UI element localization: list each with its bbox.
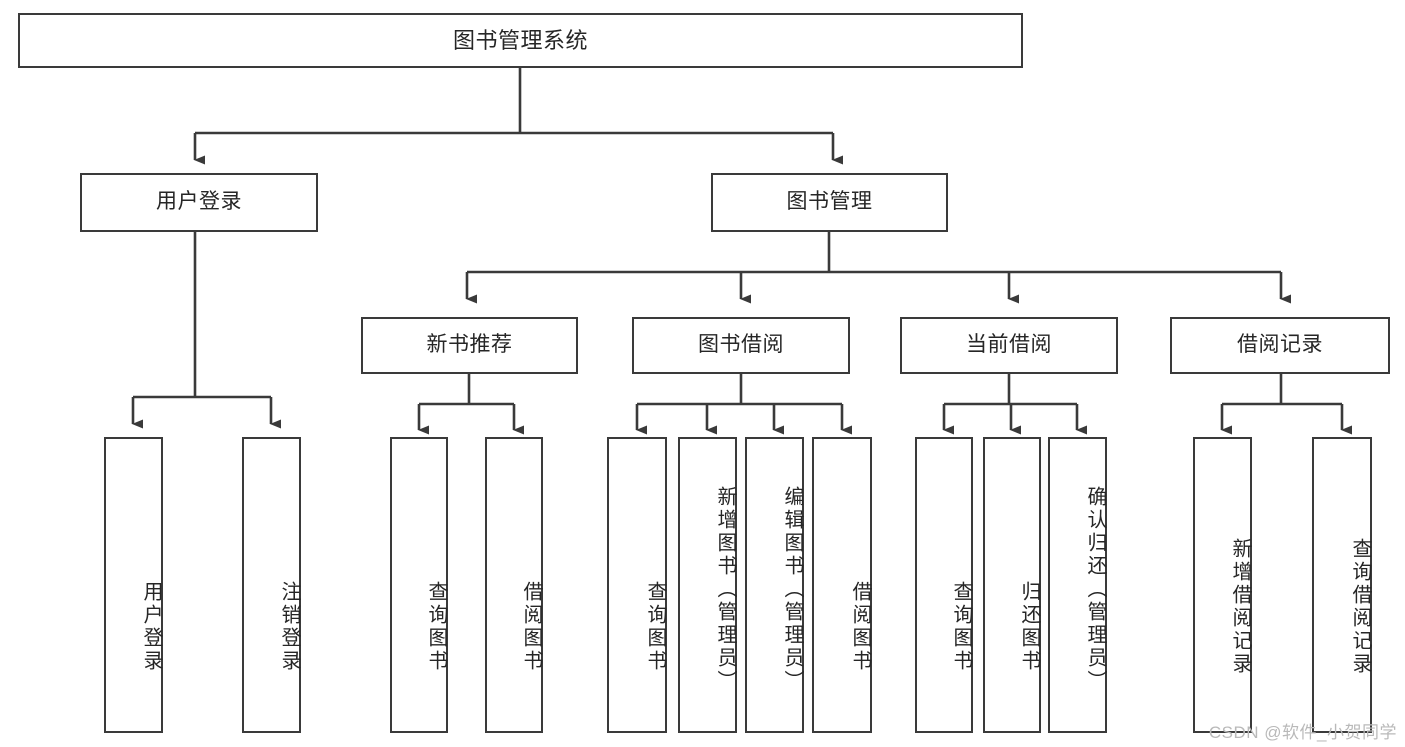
watermark: CSDN @软件_小贺同学 <box>1208 723 1397 742</box>
leaf-borrow-book-1[interactable]: 借阅图书 <box>485 437 543 733</box>
node-book-management[interactable]: 图书管理 <box>711 173 948 232</box>
leaf-query-book-2-label: 查询图书 <box>644 581 666 673</box>
node-new-book-recommend[interactable]: 新书推荐 <box>361 317 578 374</box>
node-current-borrow[interactable]: 当前借阅 <box>900 317 1118 374</box>
node-root-system[interactable]: 图书管理系统 <box>18 13 1023 68</box>
leaf-borrow-book-1-label: 借阅图书 <box>520 581 542 673</box>
leaf-return-book[interactable]: 归还图书 <box>983 437 1041 733</box>
leaf-logout-login[interactable]: 注销登录 <box>242 437 301 733</box>
leaf-add-record-label: 新增借阅记录 <box>1229 538 1251 676</box>
node-current-borrow-label: 当前借阅 <box>966 333 1052 357</box>
node-user-login-label: 用户登录 <box>156 190 242 214</box>
leaf-logout-login-label: 注销登录 <box>278 581 300 673</box>
leaf-add-book[interactable]: 新增图书（管理员） <box>678 437 737 733</box>
leaf-edit-book[interactable]: 编辑图书（管理员） <box>745 437 804 733</box>
leaf-query-book-2[interactable]: 查询图书 <box>607 437 667 733</box>
node-borrow-record[interactable]: 借阅记录 <box>1170 317 1390 374</box>
leaf-return-book-label: 归还图书 <box>1018 581 1040 673</box>
leaf-query-record[interactable]: 查询借阅记录 <box>1312 437 1372 733</box>
leaf-confirm-return-label: 确认归还（管理员） <box>1084 485 1106 693</box>
leaf-user-login[interactable]: 用户登录 <box>104 437 163 733</box>
leaf-borrow-book-2-label: 借阅图书 <box>849 581 871 673</box>
leaf-query-book-3[interactable]: 查询图书 <box>915 437 973 733</box>
leaf-confirm-return[interactable]: 确认归还（管理员） <box>1048 437 1107 733</box>
node-borrow-record-label: 借阅记录 <box>1237 333 1323 357</box>
node-user-login[interactable]: 用户登录 <box>80 173 318 232</box>
leaf-user-login-label: 用户登录 <box>140 581 162 673</box>
node-new-book-recommend-label: 新书推荐 <box>426 333 513 357</box>
leaf-query-book-1-label: 查询图书 <box>425 581 447 673</box>
leaf-borrow-book-2[interactable]: 借阅图书 <box>812 437 872 733</box>
node-root-label: 图书管理系统 <box>452 27 588 53</box>
node-book-borrow-label: 图书借阅 <box>698 333 784 357</box>
leaf-add-book-label: 新增图书（管理员） <box>714 485 736 693</box>
leaf-query-record-label: 查询借阅记录 <box>1349 538 1371 676</box>
leaf-query-book-1[interactable]: 查询图书 <box>390 437 448 733</box>
leaf-edit-book-label: 编辑图书（管理员） <box>781 485 803 693</box>
node-book-borrow[interactable]: 图书借阅 <box>632 317 850 374</box>
node-book-management-label: 图书管理 <box>786 190 873 214</box>
leaf-add-record[interactable]: 新增借阅记录 <box>1193 437 1252 733</box>
leaf-query-book-3-label: 查询图书 <box>950 581 972 673</box>
